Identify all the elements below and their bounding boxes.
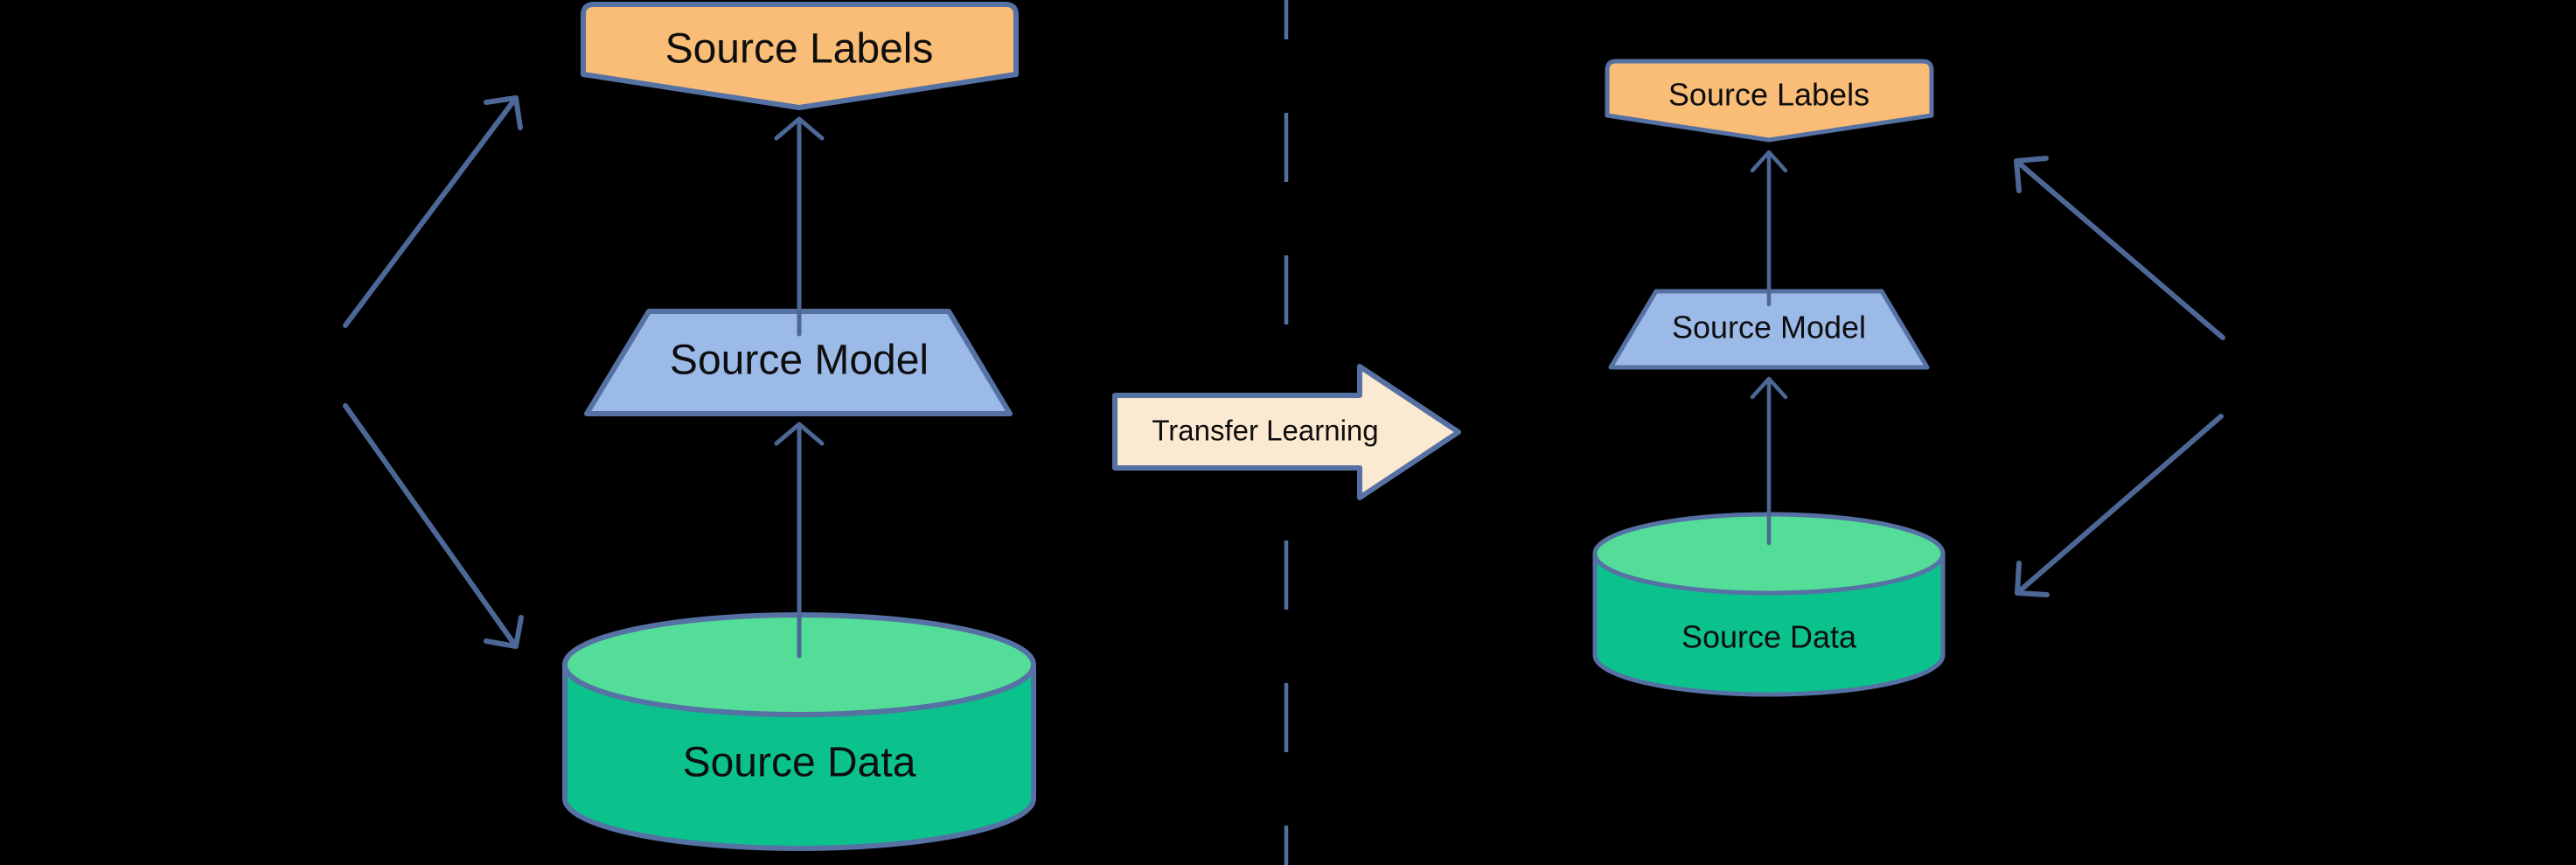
source-labels-text: Source Labels <box>665 26 934 73</box>
target-model-shape <box>1608 289 1930 370</box>
target-labels-shape <box>1605 59 1934 143</box>
source-domain-group: Source Labels Source Model Source Data <box>562 2 1036 851</box>
right-lower-diagonal-arrow <box>2015 414 2224 597</box>
source-data-to-model-arrow <box>774 422 825 659</box>
target-data-to-model-arrow <box>1750 376 1788 546</box>
source-labels-shape <box>581 2 1019 110</box>
source-model-text: Source Model <box>670 338 929 384</box>
target-data-text: Source Data <box>1681 619 1857 655</box>
target-labels-text: Source Labels <box>1668 77 1869 113</box>
transfer-learning-group: Transfer Learning <box>1112 364 1461 500</box>
source-model-shape <box>584 309 1013 416</box>
source-data-text: Source Data <box>683 740 916 786</box>
target-model-text: Source Model <box>1672 310 1866 345</box>
target-domain-group: Source Labels Source Model Source Data <box>1592 59 1946 697</box>
target-model-to-labels-arrow <box>1750 150 1788 307</box>
transfer-learning-text: Transfer Learning <box>1152 415 1378 447</box>
left-upper-diagonal-arrow <box>343 95 523 328</box>
right-upper-diagonal-arrow <box>2014 156 2225 340</box>
source-model-to-labels-arrow <box>774 116 825 337</box>
transfer-learning-arrow <box>1112 364 1461 500</box>
left-lower-diagonal-arrow <box>343 403 524 649</box>
